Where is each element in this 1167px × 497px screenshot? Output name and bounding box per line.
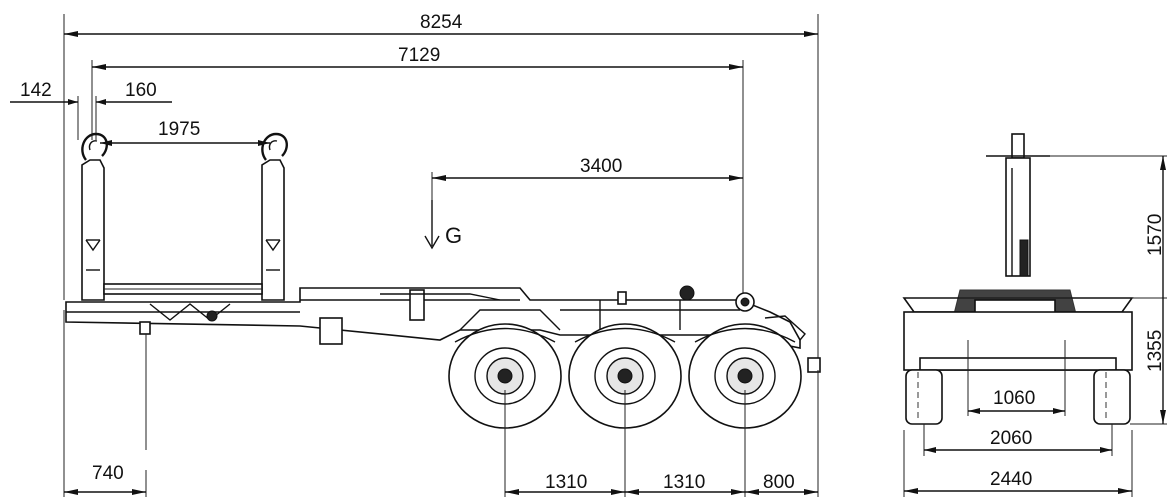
rear-wheel-left bbox=[905, 369, 943, 425]
dim-1310-a-text: 1310 bbox=[545, 472, 587, 493]
dimension-inner-width: 1060 bbox=[967, 340, 1066, 416]
dim-160-text: 160 bbox=[125, 80, 157, 101]
dim-2440-text: 2440 bbox=[990, 469, 1032, 490]
dimension-overall-width: 2440 bbox=[903, 430, 1133, 497]
bunk-crossbar bbox=[103, 283, 263, 295]
dimension-frame-length: 7129 bbox=[91, 45, 744, 300]
dimension-heights: 1570 1355 bbox=[1050, 155, 1167, 425]
side-view: 8254 7129 142 160 1975 bbox=[10, 12, 821, 497]
dim-7129-text: 7129 bbox=[398, 45, 440, 66]
dim-1355-text: 1355 bbox=[1145, 330, 1166, 372]
dimension-hook-spacing: 1975 bbox=[100, 119, 270, 146]
rear-view: 1060 2060 2440 1570 1355 bbox=[902, 133, 1167, 497]
dimension-axle-spacing: 1310 1310 800 bbox=[504, 370, 819, 497]
dimension-front-overhang: 740 bbox=[63, 310, 147, 497]
dim-1060-text: 1060 bbox=[993, 388, 1035, 409]
rear-wheel-right bbox=[1093, 369, 1131, 425]
front-hook-post bbox=[81, 132, 108, 301]
dim-740-text: 740 bbox=[92, 463, 124, 484]
dim-1975-text: 1975 bbox=[158, 119, 200, 140]
wheel-2 bbox=[568, 323, 682, 429]
dim-8254-text: 8254 bbox=[420, 12, 463, 33]
gravity-marker: G bbox=[424, 200, 462, 250]
rear-hook-post bbox=[261, 132, 288, 301]
dim-2060-text: 2060 bbox=[990, 428, 1032, 449]
dim-1570-text: 1570 bbox=[1145, 214, 1166, 256]
dimension-small-offsets: 142 160 bbox=[10, 80, 172, 140]
dimension-gravity-offset: 3400 bbox=[431, 156, 743, 200]
gravity-label: G bbox=[445, 223, 462, 248]
dim-1310-b-text: 1310 bbox=[663, 472, 705, 493]
rear-mast bbox=[986, 133, 1050, 277]
dim-142-text: 142 bbox=[20, 80, 52, 101]
rear-deck bbox=[902, 289, 1134, 371]
dimension-overall-length: 8254 bbox=[63, 12, 819, 360]
dim-800-text: 800 bbox=[763, 472, 795, 493]
dimension-track-width: 2060 bbox=[923, 424, 1113, 456]
dim-3400-text: 3400 bbox=[580, 156, 622, 177]
